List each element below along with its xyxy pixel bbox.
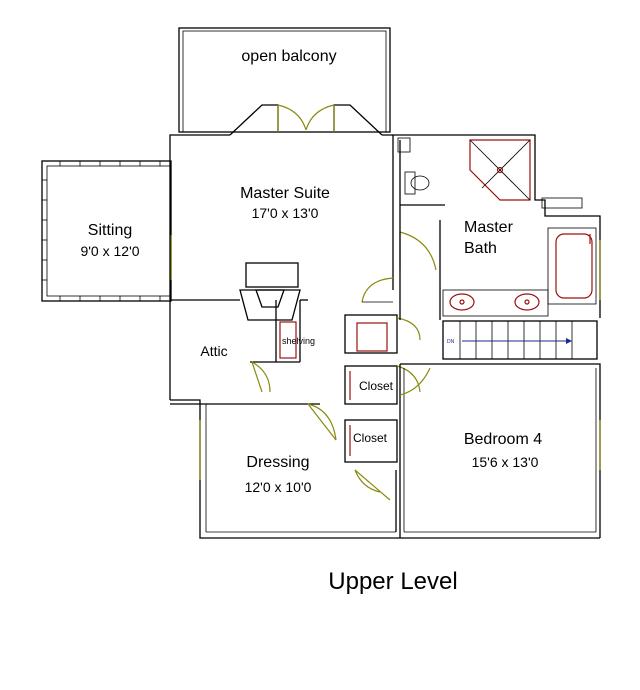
master-bath-label-line2: Bath	[464, 240, 497, 257]
balcony-french-doors	[229, 104, 383, 136]
attic-label: Attic	[200, 343, 227, 359]
balcony-area	[178, 27, 391, 133]
plan-title: Upper Level	[328, 568, 457, 595]
closet-1-label: Closet	[359, 379, 394, 393]
sitting-dims: 9'0 x 12'0	[80, 243, 139, 259]
sitting-room	[41, 160, 172, 302]
attic-area	[170, 300, 600, 539]
hallway-doors	[361, 231, 437, 303]
fireplace	[239, 262, 301, 321]
dressing-label: Dressing	[246, 454, 309, 471]
sitting-label: Sitting	[88, 222, 132, 239]
dressing-room	[199, 403, 397, 539]
stair-down-label: DN	[447, 339, 455, 345]
master-bath-room	[393, 134, 601, 320]
closet-2-label: Closet	[353, 431, 388, 445]
shelving-label: shelving	[282, 336, 315, 346]
closet-column	[344, 314, 421, 501]
balcony-label: open balcony	[241, 48, 336, 65]
master-suite-walls	[169, 134, 394, 400]
bedroom-4-room	[399, 363, 601, 539]
dressing-dims: 12'0 x 10'0	[245, 479, 312, 495]
bedroom-4-label: Bedroom 4	[464, 431, 542, 448]
staircase	[442, 320, 598, 360]
master-suite-dims: 17'0 x 13'0	[252, 205, 319, 221]
bedroom-4-dims: 15'6 x 13'0	[472, 454, 539, 470]
master-bath-label-line1: Master	[464, 219, 514, 236]
master-suite-label: Master Suite	[240, 185, 330, 202]
